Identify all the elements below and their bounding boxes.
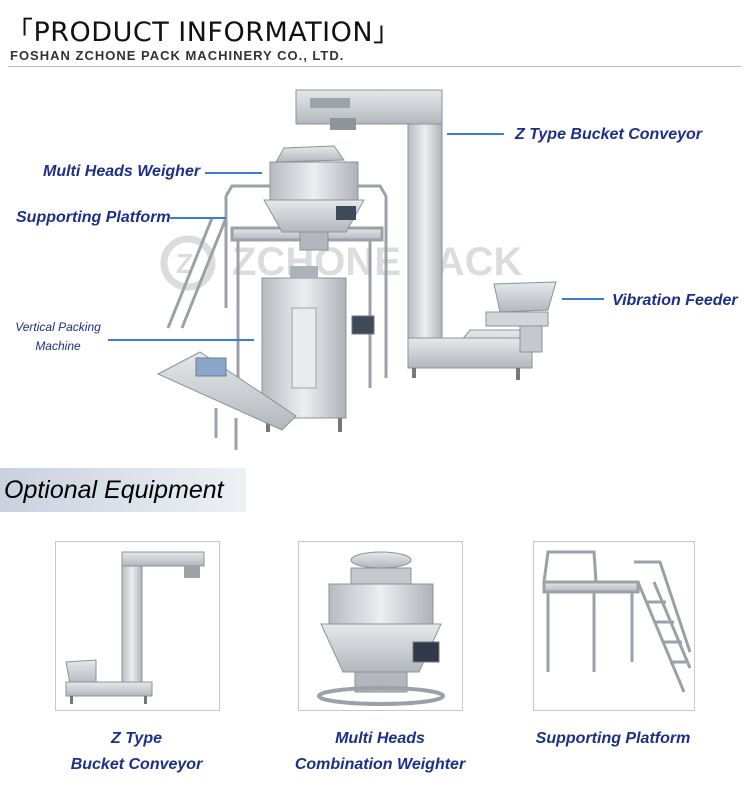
caption-z-type-conveyor: Z Type Bucket Conveyor (55, 726, 218, 778)
incline-conveyor-illustration (156, 351, 297, 450)
caption-supporting-platform-line1: Supporting Platform (535, 730, 691, 747)
vibration-feeder-illustration (485, 281, 557, 353)
label-multi-heads-weigher: Multi Heads Weigher (43, 163, 201, 180)
photo-z-type-conveyor (55, 541, 220, 711)
weigher-illustration (263, 145, 365, 251)
packing-machine-illustration (261, 266, 375, 432)
section-header-bar (0, 468, 246, 512)
watermark: Z ZCHONE PACK (160, 235, 522, 291)
label-vertical-packing-line1: Vertical Packing (15, 320, 101, 334)
caption-multi-heads-line2: Combination Weighter (294, 756, 466, 773)
section-title-optional-equipment: Optional Equipment (4, 476, 224, 504)
weigher-thumbnail (317, 551, 445, 706)
caption-supporting-platform: Supporting Platform (523, 726, 703, 752)
svg-text:Z: Z (176, 248, 193, 279)
header-divider (8, 66, 741, 67)
caption-z-type-line2: Bucket Conveyor (70, 756, 203, 773)
label-vibration-feeder: Vibration Feeder (612, 292, 738, 309)
machine-diagram: Z ZCHONE PACK (108, 89, 604, 450)
label-vertical-packing-machine: Vertical Packing Machine (8, 318, 108, 356)
z-conveyor-illustration (295, 89, 533, 380)
caption-multi-heads-line1: Multi Heads (335, 730, 425, 747)
caption-multi-heads-weigher: Multi Heads Combination Weighter (290, 726, 470, 778)
label-vertical-packing-line2: Machine (35, 339, 81, 353)
page-title: 「PRODUCT INFORMATION」 (6, 17, 401, 48)
photo-multi-heads-weigher (298, 541, 463, 711)
label-supporting-platform: Supporting Platform (16, 209, 171, 226)
z-conveyor-thumbnail (65, 551, 205, 704)
caption-z-type-line1: Z Type (111, 730, 162, 747)
leader-lines (108, 133, 604, 341)
platform-thumbnail (542, 550, 692, 693)
label-z-type-bucket-conveyor: Z Type Bucket Conveyor (515, 126, 703, 143)
photo-supporting-platform (533, 541, 695, 711)
company-name: FOSHAN ZCHONE PACK MACHINERY CO., LTD. (10, 48, 345, 63)
watermark-text: ZCHONE PACK (232, 240, 522, 284)
